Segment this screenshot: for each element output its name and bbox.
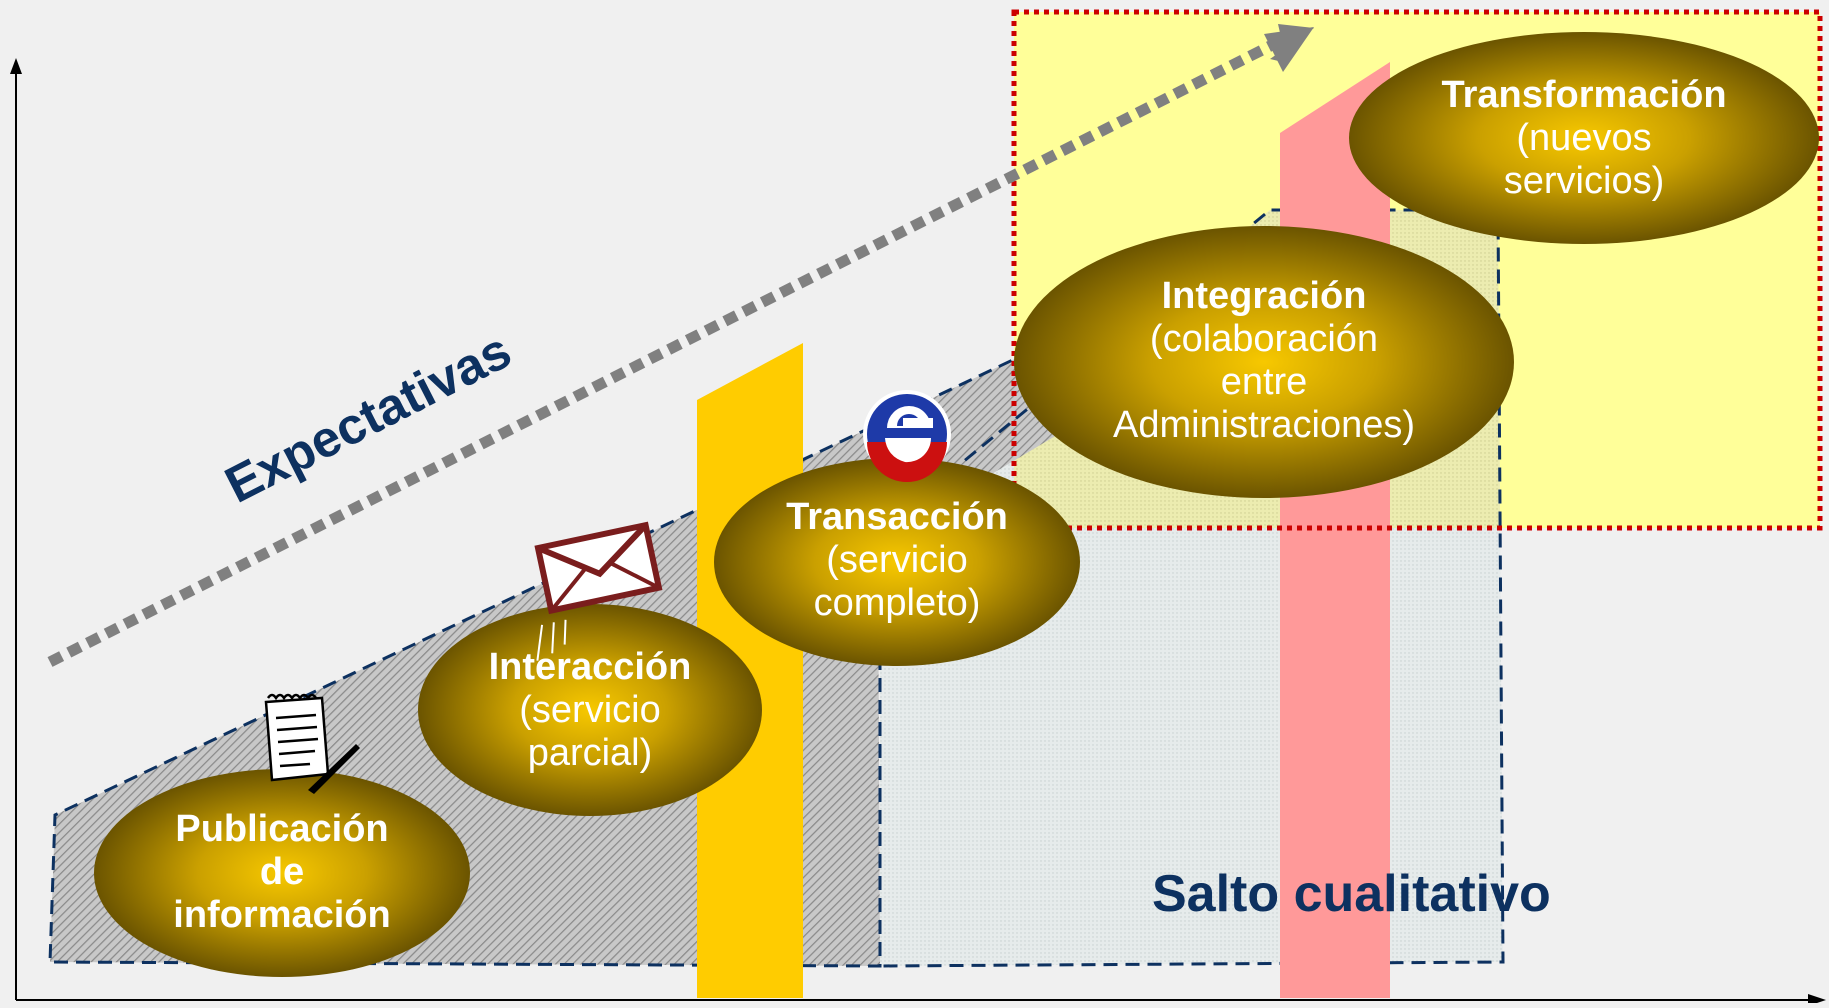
stage-subtitle: (servicio completo) [813, 539, 981, 624]
salto-cualitativo-label: Salto cualitativo [1152, 865, 1551, 923]
stage-ellipse-interaccion [418, 604, 762, 816]
transformation-border [1011, 9, 1823, 531]
y-axis-arrow [10, 58, 22, 74]
stage-text-publicacion: Publicación de información [132, 808, 432, 937]
stage-text-integracion: Integración (colaboración entre Administ… [1064, 275, 1464, 447]
stage-ellipse-transformacion [1349, 32, 1819, 244]
stage-ellipse-transaccion [714, 458, 1080, 666]
expectations-arrowhead-solid [1264, 27, 1314, 72]
x-axis-arrow [1808, 994, 1826, 1006]
stage-ellipse-integracion [1014, 226, 1514, 498]
stage-text-transaccion: Transacción (servicio completo) [747, 496, 1047, 625]
stage-title: Transformación [1441, 74, 1727, 116]
stage-subtitle: (colaboración entre Administraciones) [1113, 318, 1415, 446]
notepad-icon [264, 693, 360, 794]
stage-title-line: Publicación [175, 808, 389, 850]
pink-bar [1280, 62, 1390, 998]
envelope-icon [534, 521, 663, 661]
stage-subtitle: (servicio parcial) [519, 689, 661, 774]
stage-title-line: información [173, 894, 391, 936]
stage-ellipse-publicacion [94, 769, 470, 977]
stage-text-interaccion: Interacción (servicio parcial) [440, 646, 740, 775]
stage-title: Integración [1161, 275, 1367, 317]
stage-subtitle: (nuevos servicios) [1503, 117, 1665, 202]
stage-title-line: de [259, 851, 305, 893]
e-logo-icon [863, 390, 951, 482]
stage-title: Interacción [488, 646, 692, 688]
stage-title: Transacción [786, 496, 1008, 538]
stage-text-transformacion: Transformación (nuevos servicios) [1434, 74, 1734, 203]
